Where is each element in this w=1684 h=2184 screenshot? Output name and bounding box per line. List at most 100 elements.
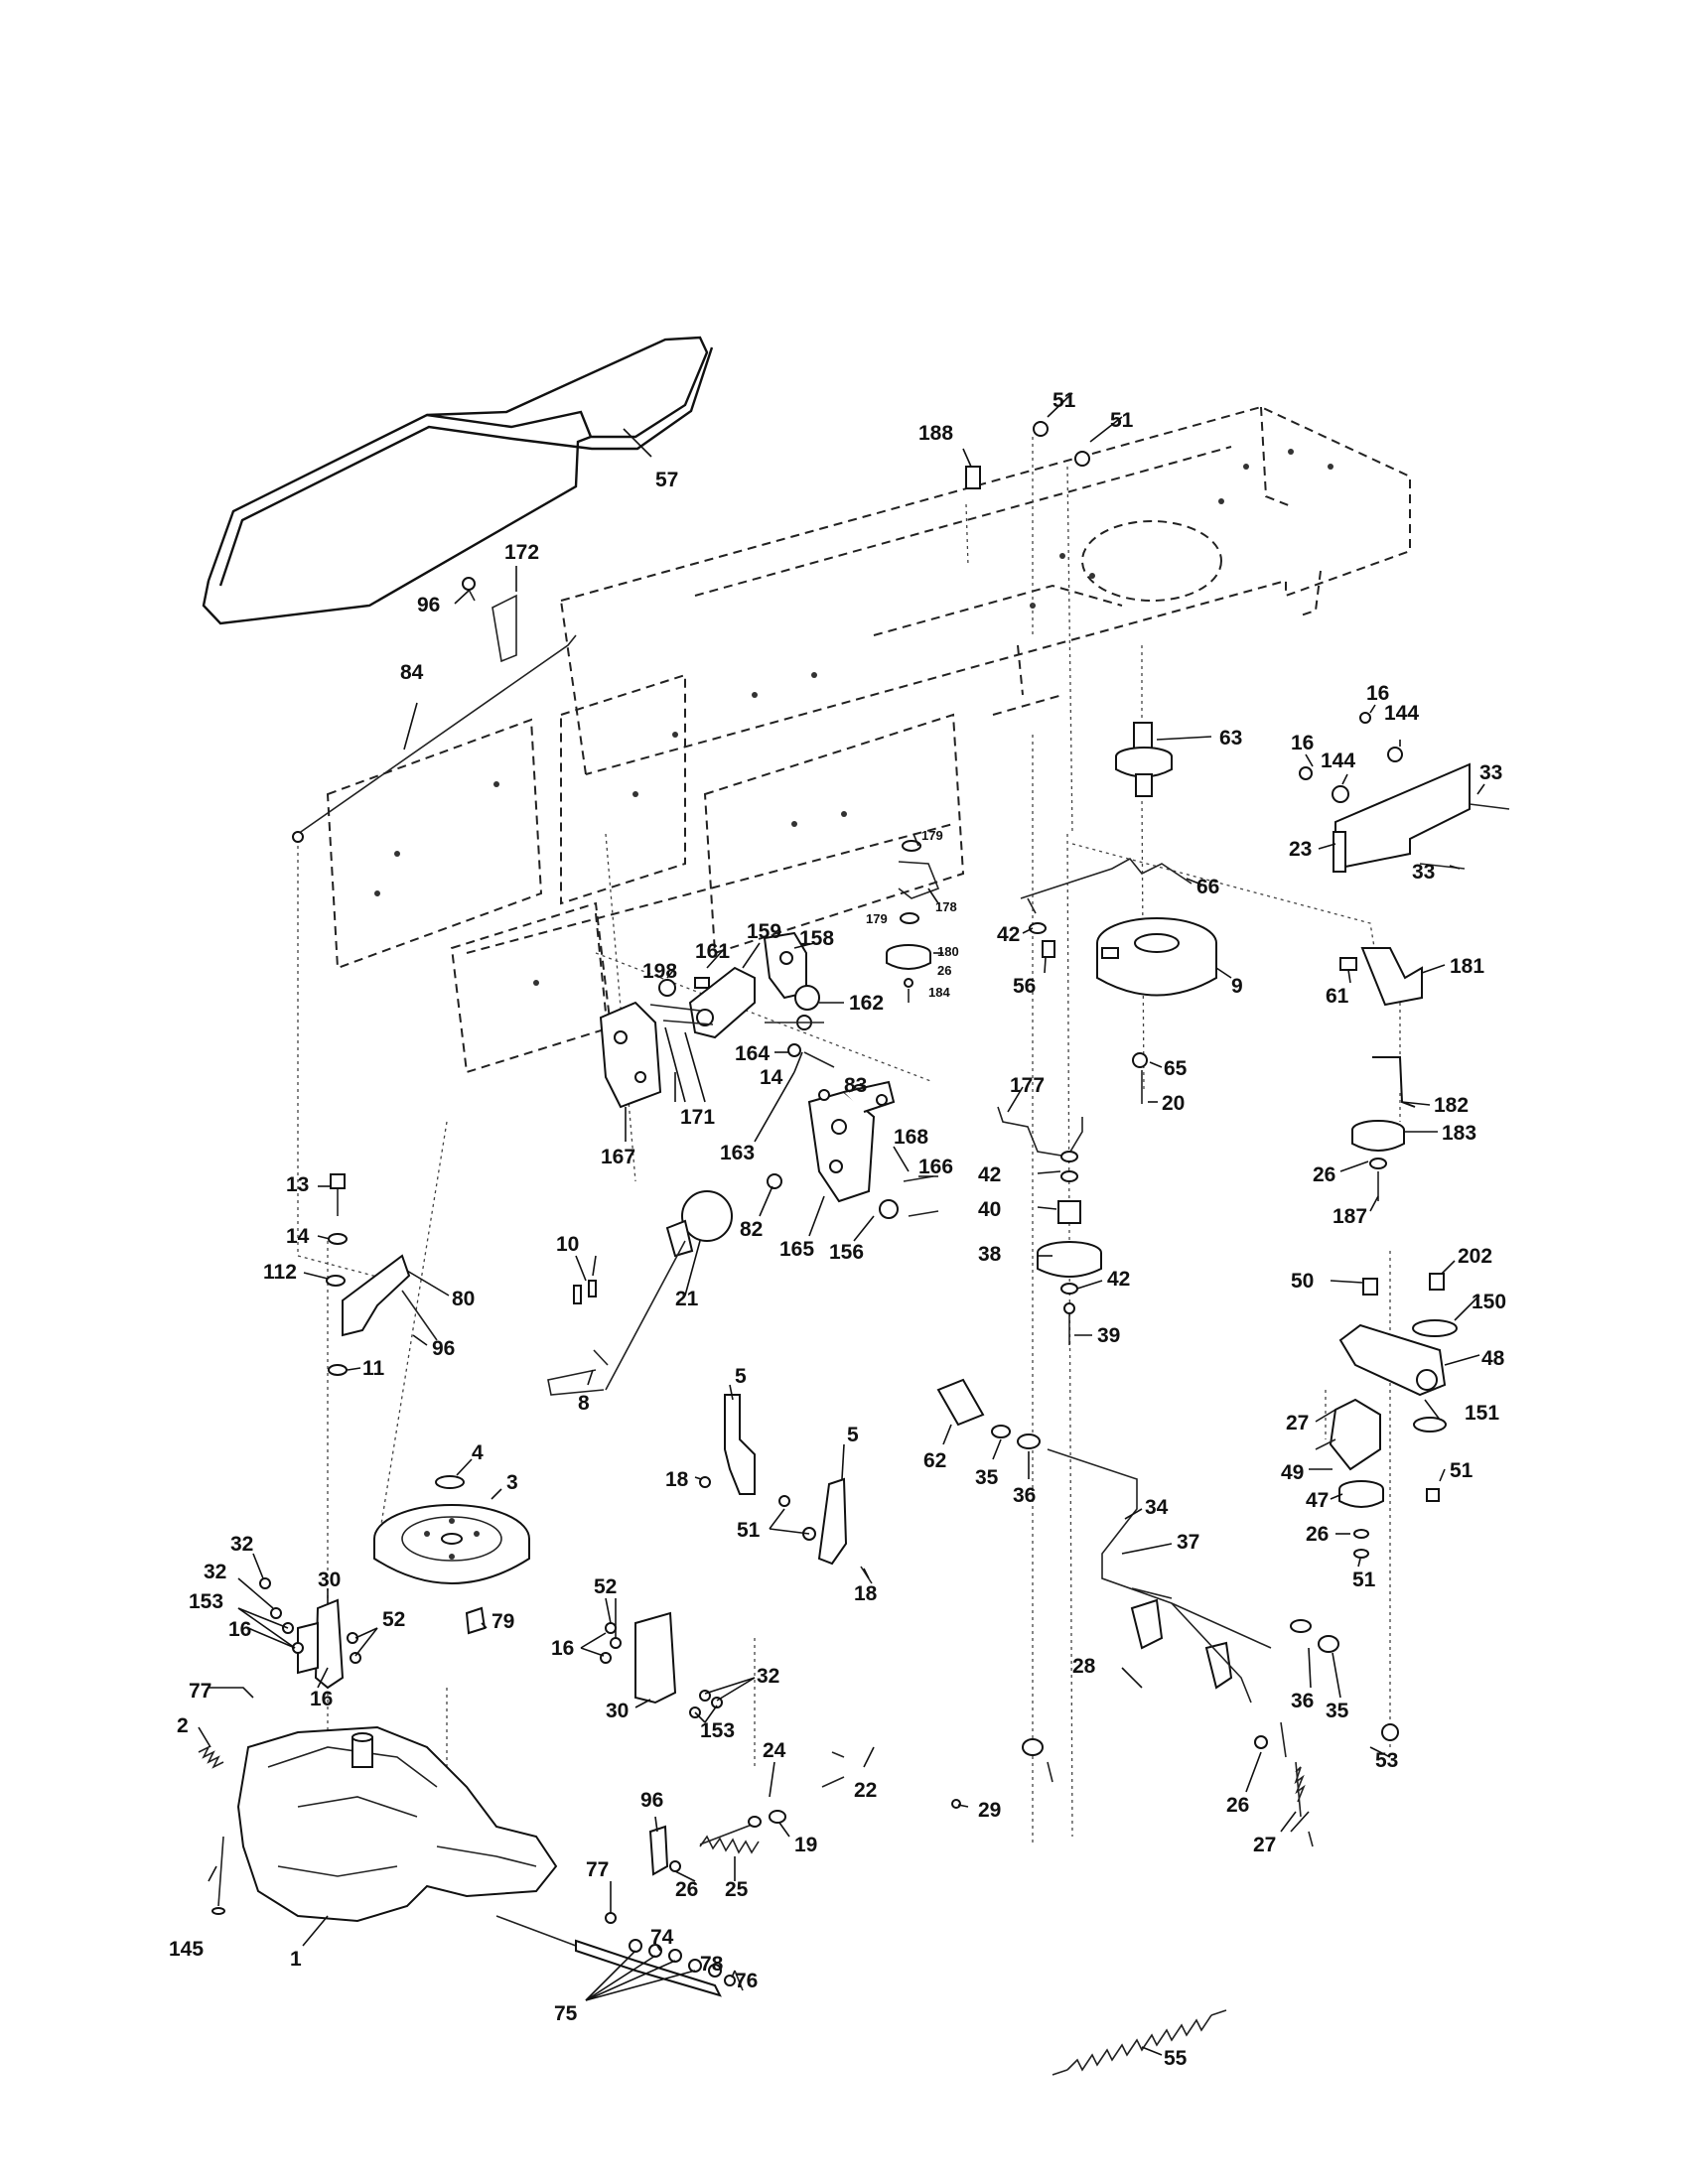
callout-178: 178 bbox=[935, 899, 957, 914]
callout-32: 32 bbox=[757, 1665, 779, 1688]
callout-162: 162 bbox=[849, 992, 884, 1015]
callout-202: 202 bbox=[1458, 1245, 1492, 1268]
clutch-9 bbox=[1096, 917, 1217, 1104]
callout-52: 52 bbox=[594, 1575, 617, 1598]
callout-35: 35 bbox=[975, 1466, 999, 1489]
callout-18: 18 bbox=[854, 1582, 878, 1605]
callout-24: 24 bbox=[763, 1739, 786, 1762]
callout-181: 181 bbox=[1450, 955, 1484, 978]
callout-50: 50 bbox=[1291, 1270, 1314, 1293]
spring-2 bbox=[198, 1745, 224, 1769]
callout-16: 16 bbox=[310, 1688, 333, 1710]
callout-198: 198 bbox=[642, 960, 677, 983]
brackets-30 bbox=[259, 1577, 723, 1718]
callout-16: 16 bbox=[1291, 732, 1314, 754]
callout-53: 53 bbox=[1375, 1749, 1398, 1772]
callout-84: 84 bbox=[400, 661, 424, 684]
callout-161: 161 bbox=[695, 940, 730, 963]
callout-153: 153 bbox=[189, 1590, 223, 1613]
callout-177: 177 bbox=[1010, 1074, 1045, 1097]
callout-8: 8 bbox=[578, 1392, 590, 1415]
callout-5: 5 bbox=[847, 1424, 859, 1446]
callout-80: 80 bbox=[452, 1288, 475, 1310]
tractor-frame bbox=[326, 405, 1411, 1074]
callout-55: 55 bbox=[1164, 2047, 1188, 2070]
callout-36: 36 bbox=[1291, 1690, 1314, 1712]
callout-30: 30 bbox=[606, 1700, 629, 1722]
callout-163: 163 bbox=[720, 1142, 755, 1164]
callout-42: 42 bbox=[997, 923, 1020, 946]
drive-belt bbox=[202, 336, 714, 625]
callout-167: 167 bbox=[601, 1146, 635, 1168]
callout-42: 42 bbox=[978, 1163, 1001, 1186]
callout-29: 29 bbox=[978, 1799, 1001, 1822]
callout-51: 51 bbox=[1450, 1459, 1474, 1482]
callout-26: 26 bbox=[1313, 1163, 1335, 1186]
callout-51: 51 bbox=[1352, 1569, 1376, 1591]
callout-74: 74 bbox=[650, 1926, 674, 1949]
callout-39: 39 bbox=[1097, 1324, 1120, 1347]
callout-77: 77 bbox=[189, 1680, 211, 1703]
callout-57: 57 bbox=[655, 469, 678, 491]
callout-56: 56 bbox=[1013, 975, 1036, 998]
rod-66 bbox=[1020, 857, 1193, 914]
shaft-34 bbox=[936, 1378, 1272, 1704]
callout-48: 48 bbox=[1481, 1347, 1505, 1370]
callout-27: 27 bbox=[1286, 1412, 1309, 1434]
callout-1: 1 bbox=[290, 1948, 302, 1971]
callout-42: 42 bbox=[1107, 1268, 1130, 1291]
callout-179: 179 bbox=[921, 828, 943, 843]
callout-168: 168 bbox=[894, 1126, 928, 1149]
callout-38: 38 bbox=[978, 1243, 1002, 1266]
callout-66: 66 bbox=[1196, 876, 1219, 898]
callout-96: 96 bbox=[432, 1337, 455, 1360]
callout-145: 145 bbox=[169, 1938, 204, 1961]
callout-14: 14 bbox=[286, 1225, 310, 1248]
callout-96: 96 bbox=[417, 594, 440, 616]
callout-159: 159 bbox=[747, 920, 781, 943]
callout-26: 26 bbox=[1306, 1523, 1329, 1546]
callout-3: 3 bbox=[506, 1471, 518, 1494]
callout-188: 188 bbox=[918, 422, 953, 445]
callout-19: 19 bbox=[794, 1834, 817, 1856]
rod-84 bbox=[292, 577, 577, 843]
callout-187: 187 bbox=[1333, 1205, 1367, 1228]
callout-11: 11 bbox=[362, 1357, 385, 1380]
callout-165: 165 bbox=[779, 1238, 814, 1261]
callout-166: 166 bbox=[918, 1156, 953, 1178]
callout-49: 49 bbox=[1281, 1461, 1304, 1484]
callout-25: 25 bbox=[725, 1878, 749, 1901]
callout-96: 96 bbox=[640, 1789, 663, 1812]
idler-180 bbox=[886, 840, 940, 1003]
lever-8 bbox=[547, 1190, 733, 1396]
callout-37: 37 bbox=[1177, 1531, 1199, 1554]
callout-36: 36 bbox=[1013, 1484, 1036, 1507]
callout-183: 183 bbox=[1442, 1122, 1476, 1145]
callout-13: 13 bbox=[286, 1173, 309, 1196]
hardware-right-lower bbox=[831, 1619, 1339, 1847]
callout-75: 75 bbox=[554, 2002, 578, 2025]
callout-33: 33 bbox=[1479, 761, 1502, 784]
callout-150: 150 bbox=[1472, 1291, 1506, 1313]
callout-18: 18 bbox=[665, 1468, 689, 1491]
callout-77: 77 bbox=[586, 1858, 609, 1881]
callout-2: 2 bbox=[177, 1714, 189, 1737]
callout-23: 23 bbox=[1289, 838, 1312, 861]
callout-172: 172 bbox=[504, 541, 539, 564]
leader-lines bbox=[198, 392, 1485, 2056]
idler-bracket-181 bbox=[1339, 947, 1423, 1201]
callout-16: 16 bbox=[551, 1637, 574, 1660]
callout-51: 51 bbox=[1052, 389, 1076, 412]
callout-26: 26 bbox=[675, 1878, 698, 1901]
callout-5: 5 bbox=[735, 1365, 747, 1388]
callout-82: 82 bbox=[740, 1218, 763, 1241]
spindle-63 bbox=[1115, 722, 1173, 797]
callout-61: 61 bbox=[1326, 985, 1349, 1008]
callout-20: 20 bbox=[1162, 1092, 1185, 1115]
arm-80 bbox=[326, 1173, 438, 1376]
callout-158: 158 bbox=[799, 927, 834, 950]
callout-65: 65 bbox=[1164, 1057, 1188, 1080]
callout-40: 40 bbox=[978, 1198, 1001, 1221]
callout-62: 62 bbox=[923, 1449, 946, 1472]
